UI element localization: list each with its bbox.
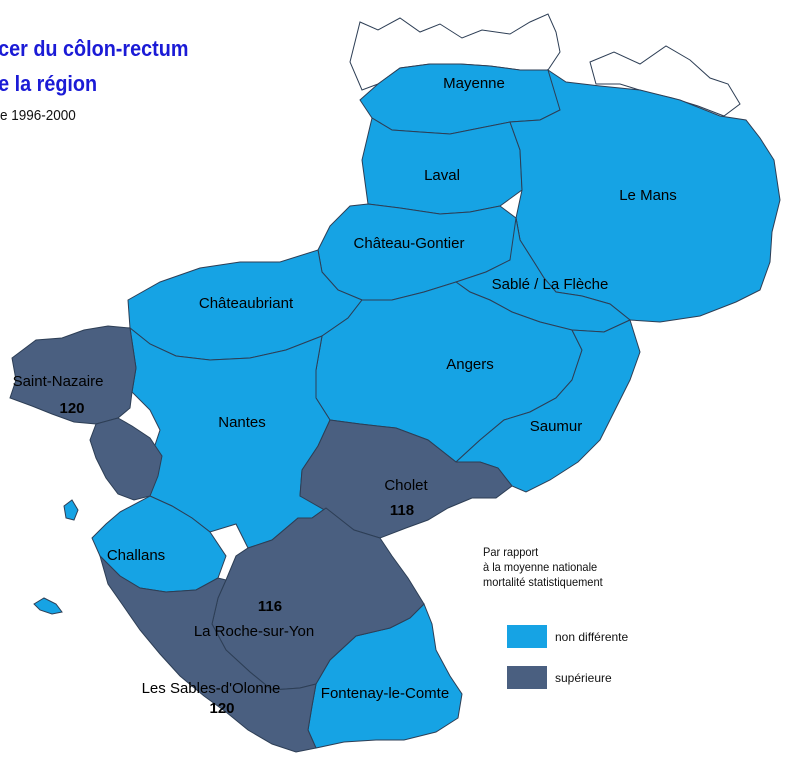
map-title-line-1: ncer du côlon-rectum bbox=[0, 36, 189, 61]
label-la-roche-sur-yon: La Roche-sur-Yon bbox=[194, 623, 314, 640]
island-yeu[interactable] bbox=[33, 597, 63, 615]
legend-heading-line-3: mortalité statistiquement bbox=[483, 575, 603, 589]
label-angers: Angers bbox=[446, 356, 494, 373]
map-period: e 1996-2000 bbox=[0, 107, 76, 124]
legend-heading-line-1: Par rapport bbox=[483, 545, 539, 559]
region-le-mans[interactable] bbox=[509, 68, 781, 323]
region-les-sables-dolonne[interactable] bbox=[98, 554, 317, 753]
label-nantes: Nantes bbox=[218, 414, 266, 431]
outside-area-northeast bbox=[589, 45, 741, 117]
value-saint-nazaire: 120 bbox=[59, 400, 84, 417]
legend-swatch-non-differente bbox=[507, 625, 547, 648]
label-les-sables-d-olonne: Les Sables-d'Olonne bbox=[142, 680, 281, 697]
island-small[interactable] bbox=[63, 499, 79, 521]
legend-item-superieure: supérieure bbox=[507, 666, 612, 689]
label-saint-nazaire: Saint-Nazaire bbox=[13, 373, 104, 390]
legend-heading-line-2: à la moyenne nationale bbox=[483, 560, 598, 574]
legend-heading: Par rapport à la moyenne nationale morta… bbox=[483, 545, 603, 590]
map-title-line-2: de la région bbox=[0, 71, 98, 96]
label-chateau-gontier: Château-Gontier bbox=[354, 235, 465, 252]
label-mayenne: Mayenne bbox=[443, 75, 505, 92]
value-les-sables-d-olonne: 120 bbox=[209, 700, 234, 717]
legend-swatch-superieure bbox=[507, 666, 547, 689]
value-la-roche-sur-yon: 116 bbox=[258, 598, 282, 615]
label-challans: Challans bbox=[107, 547, 165, 564]
label-fontenay-le-comte: Fontenay-le-Comte bbox=[321, 685, 449, 702]
island-noirmoutier[interactable] bbox=[89, 417, 163, 501]
value-cholet: 118 bbox=[390, 502, 414, 519]
region-cholet[interactable] bbox=[299, 419, 513, 539]
legend-item-non-differente: non différente bbox=[507, 625, 628, 648]
label-sable-la-fleche: Sablé / La Flèche bbox=[492, 276, 609, 293]
label-le-mans: Le Mans bbox=[619, 187, 677, 204]
label-saumur: Saumur bbox=[530, 418, 583, 435]
legend-label-superieure: supérieure bbox=[555, 670, 612, 685]
label-laval: Laval bbox=[424, 167, 460, 184]
region-saint-nazaire[interactable] bbox=[9, 325, 137, 425]
label-chateaubriant: Châteaubriant bbox=[199, 295, 294, 312]
legend-label-non-differente: non différente bbox=[555, 629, 629, 644]
label-cholet: Cholet bbox=[384, 477, 428, 494]
